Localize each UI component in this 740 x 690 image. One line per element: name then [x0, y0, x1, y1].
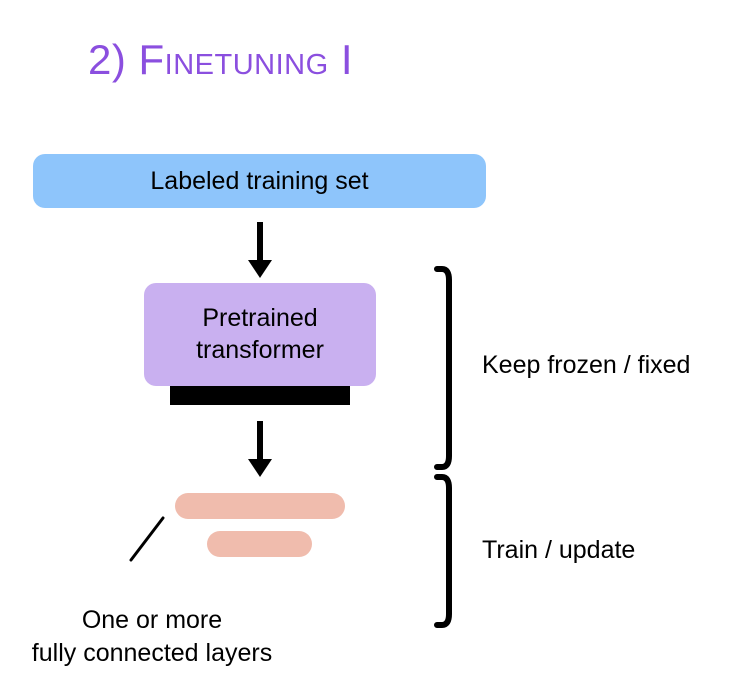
arrow-head — [248, 459, 272, 477]
arrow-down-to-fc-layers-icon — [245, 421, 275, 479]
label-keep-frozen: Keep frozen / fixed — [482, 351, 691, 379]
arrow-shaft — [257, 222, 263, 262]
arrow-shaft — [257, 421, 263, 461]
node-pretrained-transformer-label-line2: transformer — [196, 335, 324, 364]
label-train-update: Train / update — [482, 536, 636, 564]
fully-connected-layer-bar-1 — [175, 493, 345, 519]
bracket-train-update-icon — [434, 474, 452, 628]
caption-pointer-line-icon — [129, 516, 165, 562]
fully-connected-layer-bar-2 — [207, 531, 312, 557]
page-title: 2) Finetuning I — [88, 36, 354, 83]
arrow-down-to-transformer-icon — [245, 222, 275, 280]
node-labeled-training-set-label: Labeled training set — [150, 166, 369, 195]
bracket-keep-frozen-icon — [434, 266, 452, 470]
transformer-output-head-bar — [170, 386, 350, 405]
caption-line-2: fully connected layers — [31, 638, 273, 667]
caption-fully-connected-layers: One or more fully connected layers — [14, 604, 290, 669]
node-pretrained-transformer: Pretrained transformer — [144, 283, 376, 386]
arrow-head — [248, 260, 272, 278]
node-pretrained-transformer-label-line1: Pretrained — [202, 304, 318, 333]
caption-line-1: One or more — [81, 606, 223, 634]
node-labeled-training-set: Labeled training set — [33, 154, 486, 208]
